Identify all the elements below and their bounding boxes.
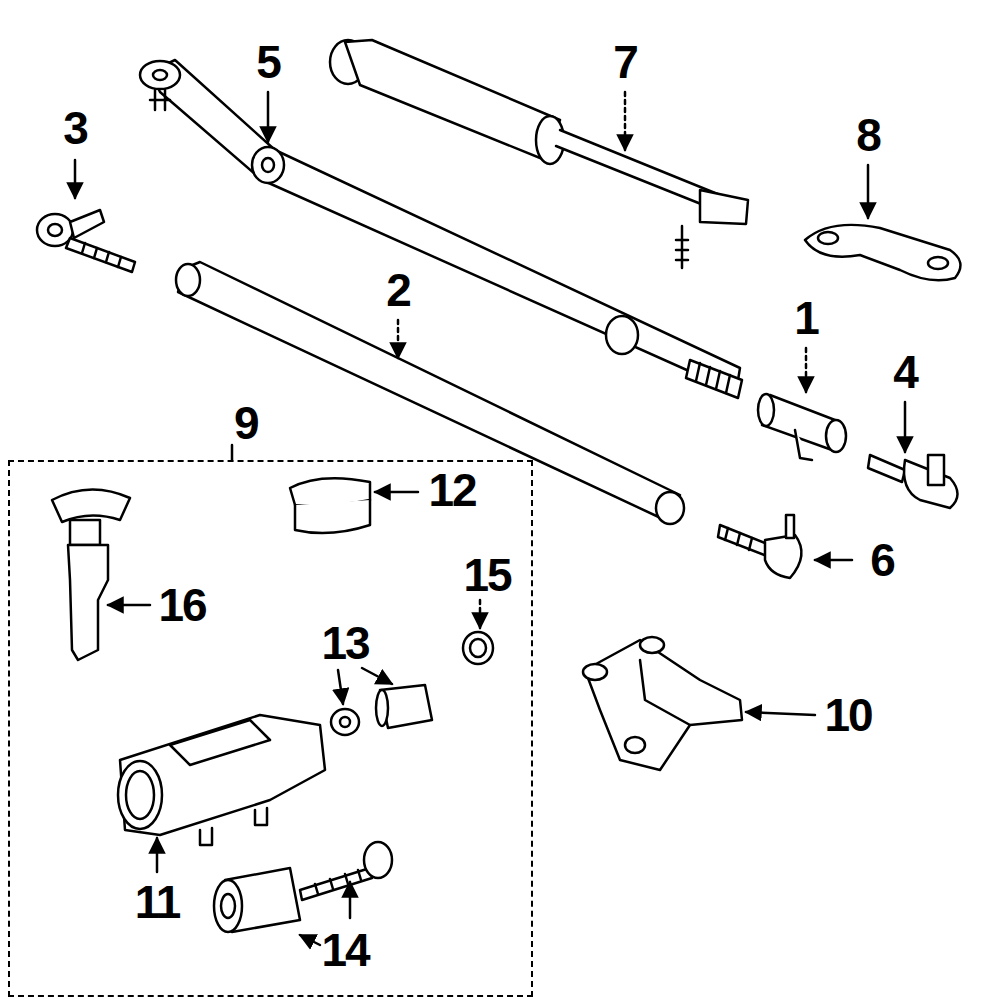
gear-bracket — [583, 637, 742, 770]
callout-number: 5 — [256, 39, 280, 85]
callout-number: 9 — [234, 400, 258, 446]
tie-rod-end — [37, 210, 135, 272]
callout-number: 6 — [870, 537, 894, 583]
gasket — [290, 478, 370, 533]
ball-joint — [718, 515, 801, 578]
callout-number: 3 — [63, 105, 87, 151]
callout-number: 12 — [428, 467, 475, 513]
tie-rod-tube — [176, 262, 684, 524]
callout-number: 15 — [463, 552, 510, 598]
bearing — [331, 685, 432, 735]
rack-piston — [214, 842, 392, 932]
seal — [463, 632, 493, 664]
callout-number: 8 — [856, 112, 880, 158]
callout-number: 16 — [158, 582, 205, 628]
leader-lines — [75, 92, 905, 945]
steering-damper — [330, 40, 748, 268]
valve-assembly — [52, 489, 130, 660]
callout-number: 2 — [386, 267, 410, 313]
gear-housing — [118, 715, 325, 845]
callout-number: 1 — [794, 295, 818, 341]
callout-number: 10 — [824, 692, 871, 738]
callout-number: 4 — [893, 349, 917, 395]
callout-number: 13 — [321, 620, 368, 666]
adjuster-sleeve — [758, 394, 846, 460]
pitman-arm — [805, 225, 960, 280]
callout-number: 7 — [613, 39, 637, 85]
group-outline: 9 — [8, 460, 533, 997]
callout-number: 11 — [135, 879, 180, 925]
callout-number: 14 — [321, 927, 368, 973]
tie-rod-end — [868, 455, 958, 508]
